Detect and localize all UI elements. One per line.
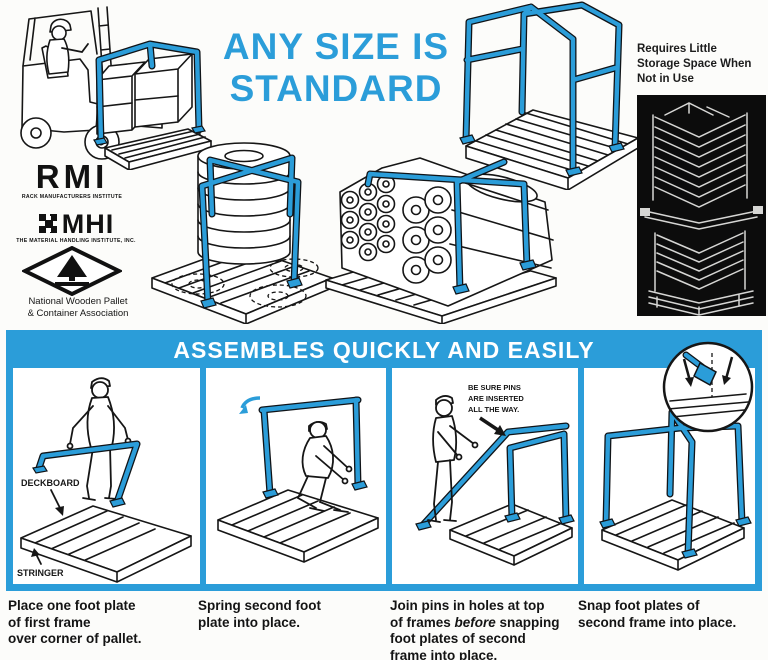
deckboard-label: DECKBOARD xyxy=(21,478,80,488)
rmi-wordmark: RMI xyxy=(35,158,109,195)
roll-bundle xyxy=(339,157,554,307)
worker xyxy=(427,395,479,523)
pins-note: BE SURE PINS ARE INSERTED ALL THE WAY. xyxy=(468,383,524,414)
spring-arrow-icon xyxy=(240,396,261,409)
mhi-gear-icon xyxy=(38,214,57,233)
mhi-logo: MHI THE MATERIAL HANDLING INSTITUTE, INC… xyxy=(16,209,136,245)
forklift-illustration xyxy=(20,6,212,170)
rmi-tagline: RACK MANUFACTURERS INSTITUTE xyxy=(21,194,123,200)
worker xyxy=(66,377,132,501)
nwpca-name: National Wooden Pallet & Container Assoc… xyxy=(27,296,129,319)
step2-caption: Spring second foot plate into place. xyxy=(198,598,321,630)
rolls-illustration xyxy=(325,157,557,324)
assembly-header: ASSEMBLES QUICKLY AND EASILY xyxy=(173,337,595,363)
loose-tires xyxy=(171,258,319,308)
step2-panel xyxy=(206,368,386,584)
svg-text:ALL THE WAY.: ALL THE WAY. xyxy=(468,405,519,414)
step3-panel: BE SURE PINS ARE INSERTED ALL THE WAY. xyxy=(392,368,578,584)
pallet-bar-icon xyxy=(55,282,89,286)
worker-crouching xyxy=(296,421,353,513)
mhi-tagline: THE MATERIAL HANDLING INSTITUTE, INC. xyxy=(16,238,136,244)
storage-note: Requires Little Storage Space When Not i… xyxy=(637,43,752,85)
assembly-section: ASSEMBLES QUICKLY AND EASILY xyxy=(6,330,762,591)
step1-caption: Place one foot plate of first frame over… xyxy=(8,598,142,646)
nwpca-diamond-logo xyxy=(22,246,122,296)
page-title: ANY SIZE IS STANDARD xyxy=(222,26,450,109)
nested-frames xyxy=(640,102,763,316)
mhi-wordmark: MHI xyxy=(61,209,115,239)
rmi-logo: RMI RACK MANUFACTURERS INSTITUTE xyxy=(20,158,124,200)
empty-frame-illustration xyxy=(459,1,639,190)
step3-caption: Join pins in holes at top of frames befo… xyxy=(390,598,560,660)
tree-icon xyxy=(57,255,87,277)
pallet-load xyxy=(93,40,212,170)
footplate-detail-inset xyxy=(662,341,754,433)
svg-text:BE SURE PINS: BE SURE PINS xyxy=(468,383,521,392)
stacked-frames-photo xyxy=(637,95,766,316)
step4-caption: Snap foot plates of second frame into pl… xyxy=(578,598,737,630)
assembly-panels: DECKBOARD STRINGER xyxy=(13,368,755,584)
svg-text:ARE INSERTED: ARE INSERTED xyxy=(468,394,524,403)
note-arrow-icon xyxy=(479,416,499,432)
forklift xyxy=(20,6,163,160)
tire-stack-illustration xyxy=(151,142,333,324)
stringer-label: STRINGER xyxy=(17,568,64,578)
step1-panel: DECKBOARD STRINGER xyxy=(13,368,200,584)
